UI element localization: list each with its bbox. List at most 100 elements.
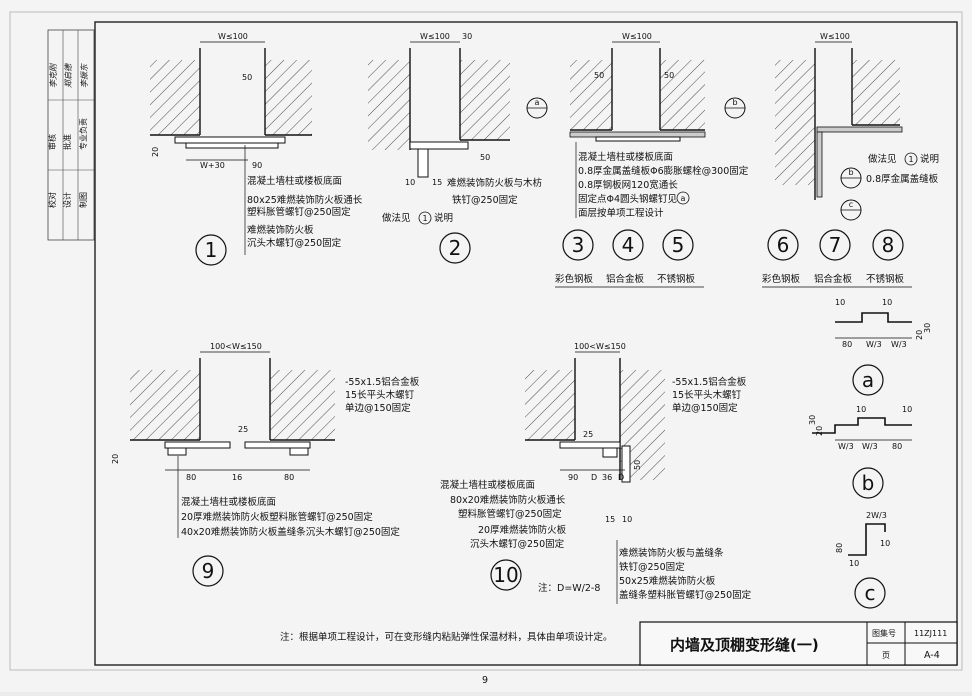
profile-c-dim-4: 10 — [880, 539, 890, 548]
d7-number-circle — [819, 229, 851, 261]
d10-dim-90: 90 — [568, 473, 578, 482]
d678-marker-c: c — [849, 200, 853, 209]
profile-b-dim-2: 10 — [902, 405, 912, 414]
d10-note-right-3: 50x25难燃装饰防火板 — [619, 575, 716, 587]
d10-wall-right — [620, 370, 665, 480]
d2-board — [409, 141, 469, 150]
profile-b: 10 10 20 W/3 W/3 80 30 b — [808, 405, 912, 499]
d9-note-bottom-1: 混凝土墙柱或楼板底面 — [181, 496, 276, 508]
d10-note-right-4: 盖缝条塑料胀管螺钉@250固定 — [619, 589, 752, 601]
d10-dim-36: 36 — [602, 473, 612, 482]
d10-formula: 注：D=W/2-8 — [538, 582, 600, 594]
d678-ref-circle — [904, 152, 918, 166]
d8-label: 不锈钢板 — [866, 273, 905, 285]
profile-a-shape — [835, 312, 912, 323]
d1-dim-90: 90 — [252, 161, 262, 170]
d345-slab-left — [570, 60, 612, 130]
detail-1: W≤100 50 20 W+30 90 混凝土墙柱或楼板底面 80x25难燃装饰… — [150, 32, 363, 266]
d9-note-bottom-2: 20厚难燃装饰防火板塑料胀管螺钉@250固定 — [181, 511, 373, 523]
d1-dim-50: 50 — [242, 73, 252, 82]
profile-a-dim-6: 30 — [923, 323, 932, 333]
approval-row2-b: 批准 — [62, 134, 72, 150]
d1-slab-left — [150, 60, 200, 135]
d678-ref-mark: 1 — [908, 155, 913, 164]
bottom-note: 注：根据单项工程设计，可在变形缝内粘贴弹性保温材料，具体由单项设计定。 — [280, 631, 613, 643]
d10-dim-D2: D — [618, 473, 624, 482]
d1-note-5: 沉头木螺钉@250固定 — [247, 237, 342, 249]
signature-1: 李克刚 — [49, 62, 58, 88]
d6-label: 彩色钢板 — [762, 273, 801, 285]
atlas-value: 11ZJ111 — [914, 629, 947, 638]
d1-note-4: 难燃装饰防火板 — [247, 224, 314, 236]
signature-2: 郑启德 — [64, 62, 73, 88]
d9-slab-left — [130, 370, 200, 440]
d8-number: 8 — [882, 233, 895, 257]
d9-dim-20: 20 — [111, 454, 120, 464]
d10-note-top-3: 单边@150固定 — [672, 402, 738, 414]
d1-number: 1 — [205, 238, 218, 262]
profile-a-dim-3: 80 — [842, 340, 852, 349]
profile-a: 10 10 80 W/3 W/3 30 20 a — [835, 298, 932, 396]
d4-number: 4 — [622, 233, 635, 257]
d10-note-left-4: 20厚难燃装饰防火板 — [478, 524, 567, 536]
d9-dim-16: 16 — [232, 473, 242, 482]
d10-number: 10 — [493, 563, 518, 587]
d1-number-circle — [195, 234, 227, 266]
d1-dim-20: 20 — [151, 147, 160, 157]
d10-note-left-2: 80x20难燃装饰防火板通长 — [450, 494, 566, 506]
d9-number: 9 — [202, 559, 215, 583]
d2-dim-50: 50 — [480, 153, 490, 162]
d10-dim-10: 10 — [622, 515, 632, 524]
detail-10: 100<W≤150 25 90 D 36 D 15 10 50 -55x1.5铝… — [440, 342, 752, 604]
detail-2: W≤100 30 50 10 15 难燃装饰防火板与木枋 铁钉@250固定 做法… — [368, 32, 543, 264]
d9-strip-right — [289, 447, 309, 456]
drawing-frame — [94, 21, 958, 666]
drawing-title: 内墙及顶棚变形缝(一) — [670, 636, 819, 654]
d10-board — [559, 441, 621, 449]
profile-c-circle — [854, 577, 886, 609]
d10-number-circle — [490, 559, 522, 591]
approval-row1-c: 制图 — [78, 192, 88, 208]
d678-wall-left — [775, 60, 815, 185]
d345-dim-50a: 50 — [594, 71, 604, 80]
d345-note-mark-circle — [676, 191, 690, 205]
d9-dim-80a: 80 — [186, 473, 196, 482]
d2-batten — [417, 148, 429, 178]
detail-9: 100<W≤150 25 20 80 16 80 -55x1.5铝合金板 15长… — [111, 342, 420, 587]
d2-ref-tail: 说明 — [434, 212, 453, 224]
approval-row1-a: 校对 — [47, 192, 57, 208]
d345-note-5: 面层按单项工程设计 — [578, 207, 664, 219]
signature-3: 李振东 — [80, 63, 89, 88]
d10-strip — [602, 447, 618, 458]
d10-wall-board — [621, 445, 631, 483]
d345-dim-top: W≤100 — [622, 32, 652, 41]
profile-a-dim-4: W/3 — [866, 340, 882, 349]
d2-dim-top: W≤100 — [420, 32, 450, 41]
d10-note-left-5: 沉头木螺钉@250固定 — [470, 538, 565, 550]
d2-ref-circle — [418, 211, 432, 225]
profile-a-dim-1: 10 — [835, 298, 845, 307]
d345-note-4: 固定点Φ4圆头钢螺钉见 — [578, 193, 677, 205]
d4-number-circle — [612, 229, 644, 261]
profile-c-dim-1: 2W/3 — [866, 511, 887, 520]
d9-note-bottom-3: 40x20难燃装饰防火板盖缝条沉头木螺钉@250固定 — [181, 526, 400, 538]
d1-dim-top: W≤100 — [218, 32, 248, 41]
d678-dim-top: W≤100 — [820, 32, 850, 41]
d10-note-left-3: 塑料胀管螺钉@250固定 — [458, 508, 562, 520]
d3-number: 3 — [572, 233, 585, 257]
d1-slab-right — [265, 60, 312, 135]
d678-wall-plate — [816, 131, 823, 198]
d10-note-right-2: 铁钉@250固定 — [619, 561, 685, 573]
d345-marker-a: a — [535, 98, 540, 107]
d9-board-left — [164, 441, 231, 449]
d345-note-1: 混凝土墙柱或楼板底面 — [578, 151, 673, 163]
d9-note-top-1: -55x1.5铝合金板 — [345, 376, 420, 388]
d1-note-1: 混凝土墙柱或楼板底面 — [247, 175, 342, 187]
d2-number-circle — [439, 232, 471, 264]
atlas-label: 图集号 — [872, 628, 896, 638]
d9-board-right — [244, 441, 311, 449]
d5-label: 不锈钢板 — [657, 273, 696, 285]
d345-note-3: 0.8厚钢板网120宽通长 — [578, 179, 678, 191]
